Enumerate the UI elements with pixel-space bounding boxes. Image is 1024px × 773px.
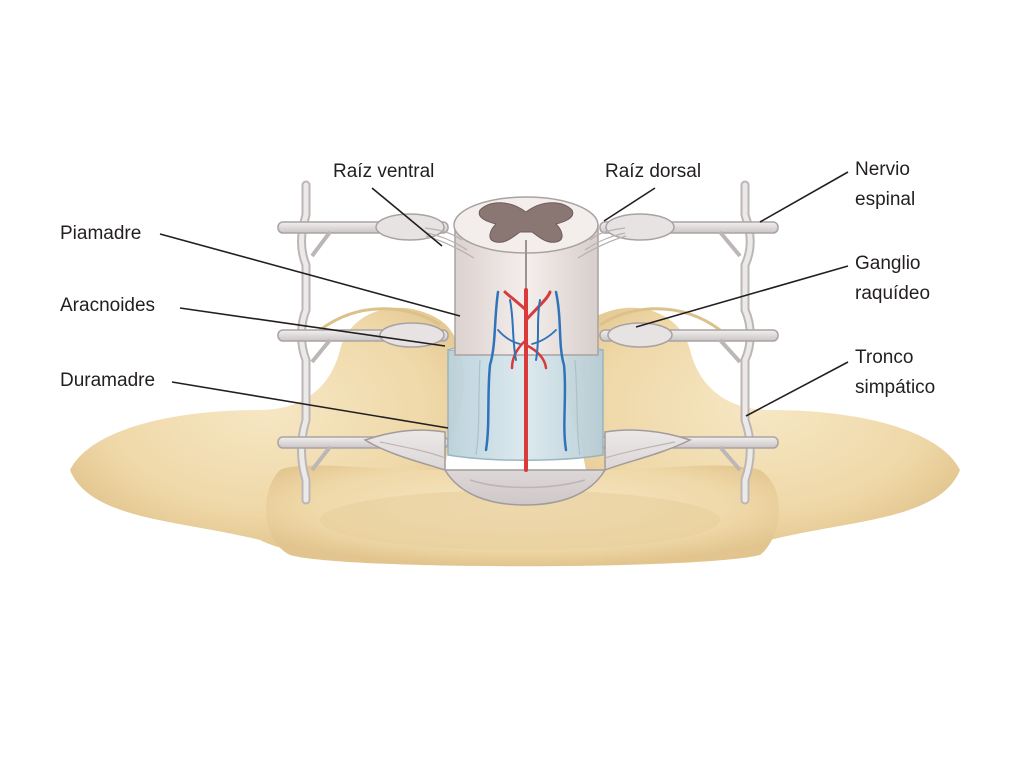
leader-ganglio-raquideo <box>635 265 849 328</box>
ramus-communicans <box>310 230 332 258</box>
label-ganglio-raquideo-line1: Ganglio <box>855 253 921 274</box>
spinal-vein <box>509 299 517 361</box>
leader-raiz-dorsal <box>603 187 656 222</box>
label-tronco-simpatico: Tronco simpático <box>855 343 935 403</box>
label-aracnoides: Aracnoides <box>60 295 156 316</box>
leader-aracnoides <box>179 307 446 347</box>
ramus-communicans <box>718 445 742 472</box>
dura-fold <box>379 441 446 459</box>
ramus-communicans <box>718 338 742 364</box>
ramus-communicans <box>310 338 332 364</box>
dura-mater <box>363 429 692 506</box>
ganglion-mid-right <box>607 322 673 348</box>
spinal-ganglia <box>375 213 675 348</box>
label-piamadre: Piamadre <box>60 223 142 244</box>
vertebra <box>70 307 960 567</box>
spinal-vein <box>497 329 521 345</box>
spinal-vessels <box>484 288 568 472</box>
artery-branch <box>503 290 528 312</box>
label-nervio-espinal: Nervio espinal <box>855 155 915 215</box>
arachnoid-fold <box>475 359 481 456</box>
ventral-rootlets <box>424 227 475 259</box>
leader-nervio-espinal <box>759 171 849 223</box>
spinal-vein <box>531 329 557 345</box>
label-tronco-simpatico-line2: simpático <box>855 377 936 398</box>
dorsal-rootlets <box>577 227 627 259</box>
label-ganglio-raquideo-line2: raquídeo <box>855 283 931 304</box>
ramus-communicans <box>718 230 742 258</box>
bone-shadow <box>320 490 720 550</box>
label-nervio-espinal-line1: Nervio <box>855 159 910 180</box>
ganglion-top-left <box>375 213 445 241</box>
leader-tronco-simpatico <box>745 361 849 417</box>
ganglion-top-right <box>605 213 675 241</box>
leader-raiz-ventral <box>371 187 443 247</box>
leader-duramadre <box>171 381 449 429</box>
label-nervio-espinal-line2: espinal <box>855 189 916 210</box>
bone-contour <box>319 307 441 332</box>
label-raiz-dorsal: Raíz dorsal <box>605 161 702 182</box>
label-duramadre: Duramadre <box>60 370 156 391</box>
dura-sleeve <box>363 429 692 506</box>
label-tronco-simpatico-line1: Tronco <box>855 347 914 368</box>
artery-branch <box>524 343 548 370</box>
leader-lines <box>159 171 849 429</box>
gray-matter <box>478 202 574 243</box>
spinal-vein <box>484 290 500 452</box>
bone-contour <box>599 307 721 332</box>
label-raiz-ventral: Raíz ventral <box>333 161 435 182</box>
dura-fold <box>604 441 676 459</box>
leader-piamadre <box>159 233 461 317</box>
artery-branch <box>524 290 552 322</box>
ganglion-mid-left <box>379 322 445 348</box>
label-ganglio-raquideo: Ganglio raquídeo <box>855 249 930 309</box>
spinal-vein <box>554 290 568 452</box>
arachnoid-fold <box>574 359 581 456</box>
spinal-vein <box>535 299 541 361</box>
dura-fold <box>469 479 586 489</box>
ramus-communicans <box>310 445 332 472</box>
